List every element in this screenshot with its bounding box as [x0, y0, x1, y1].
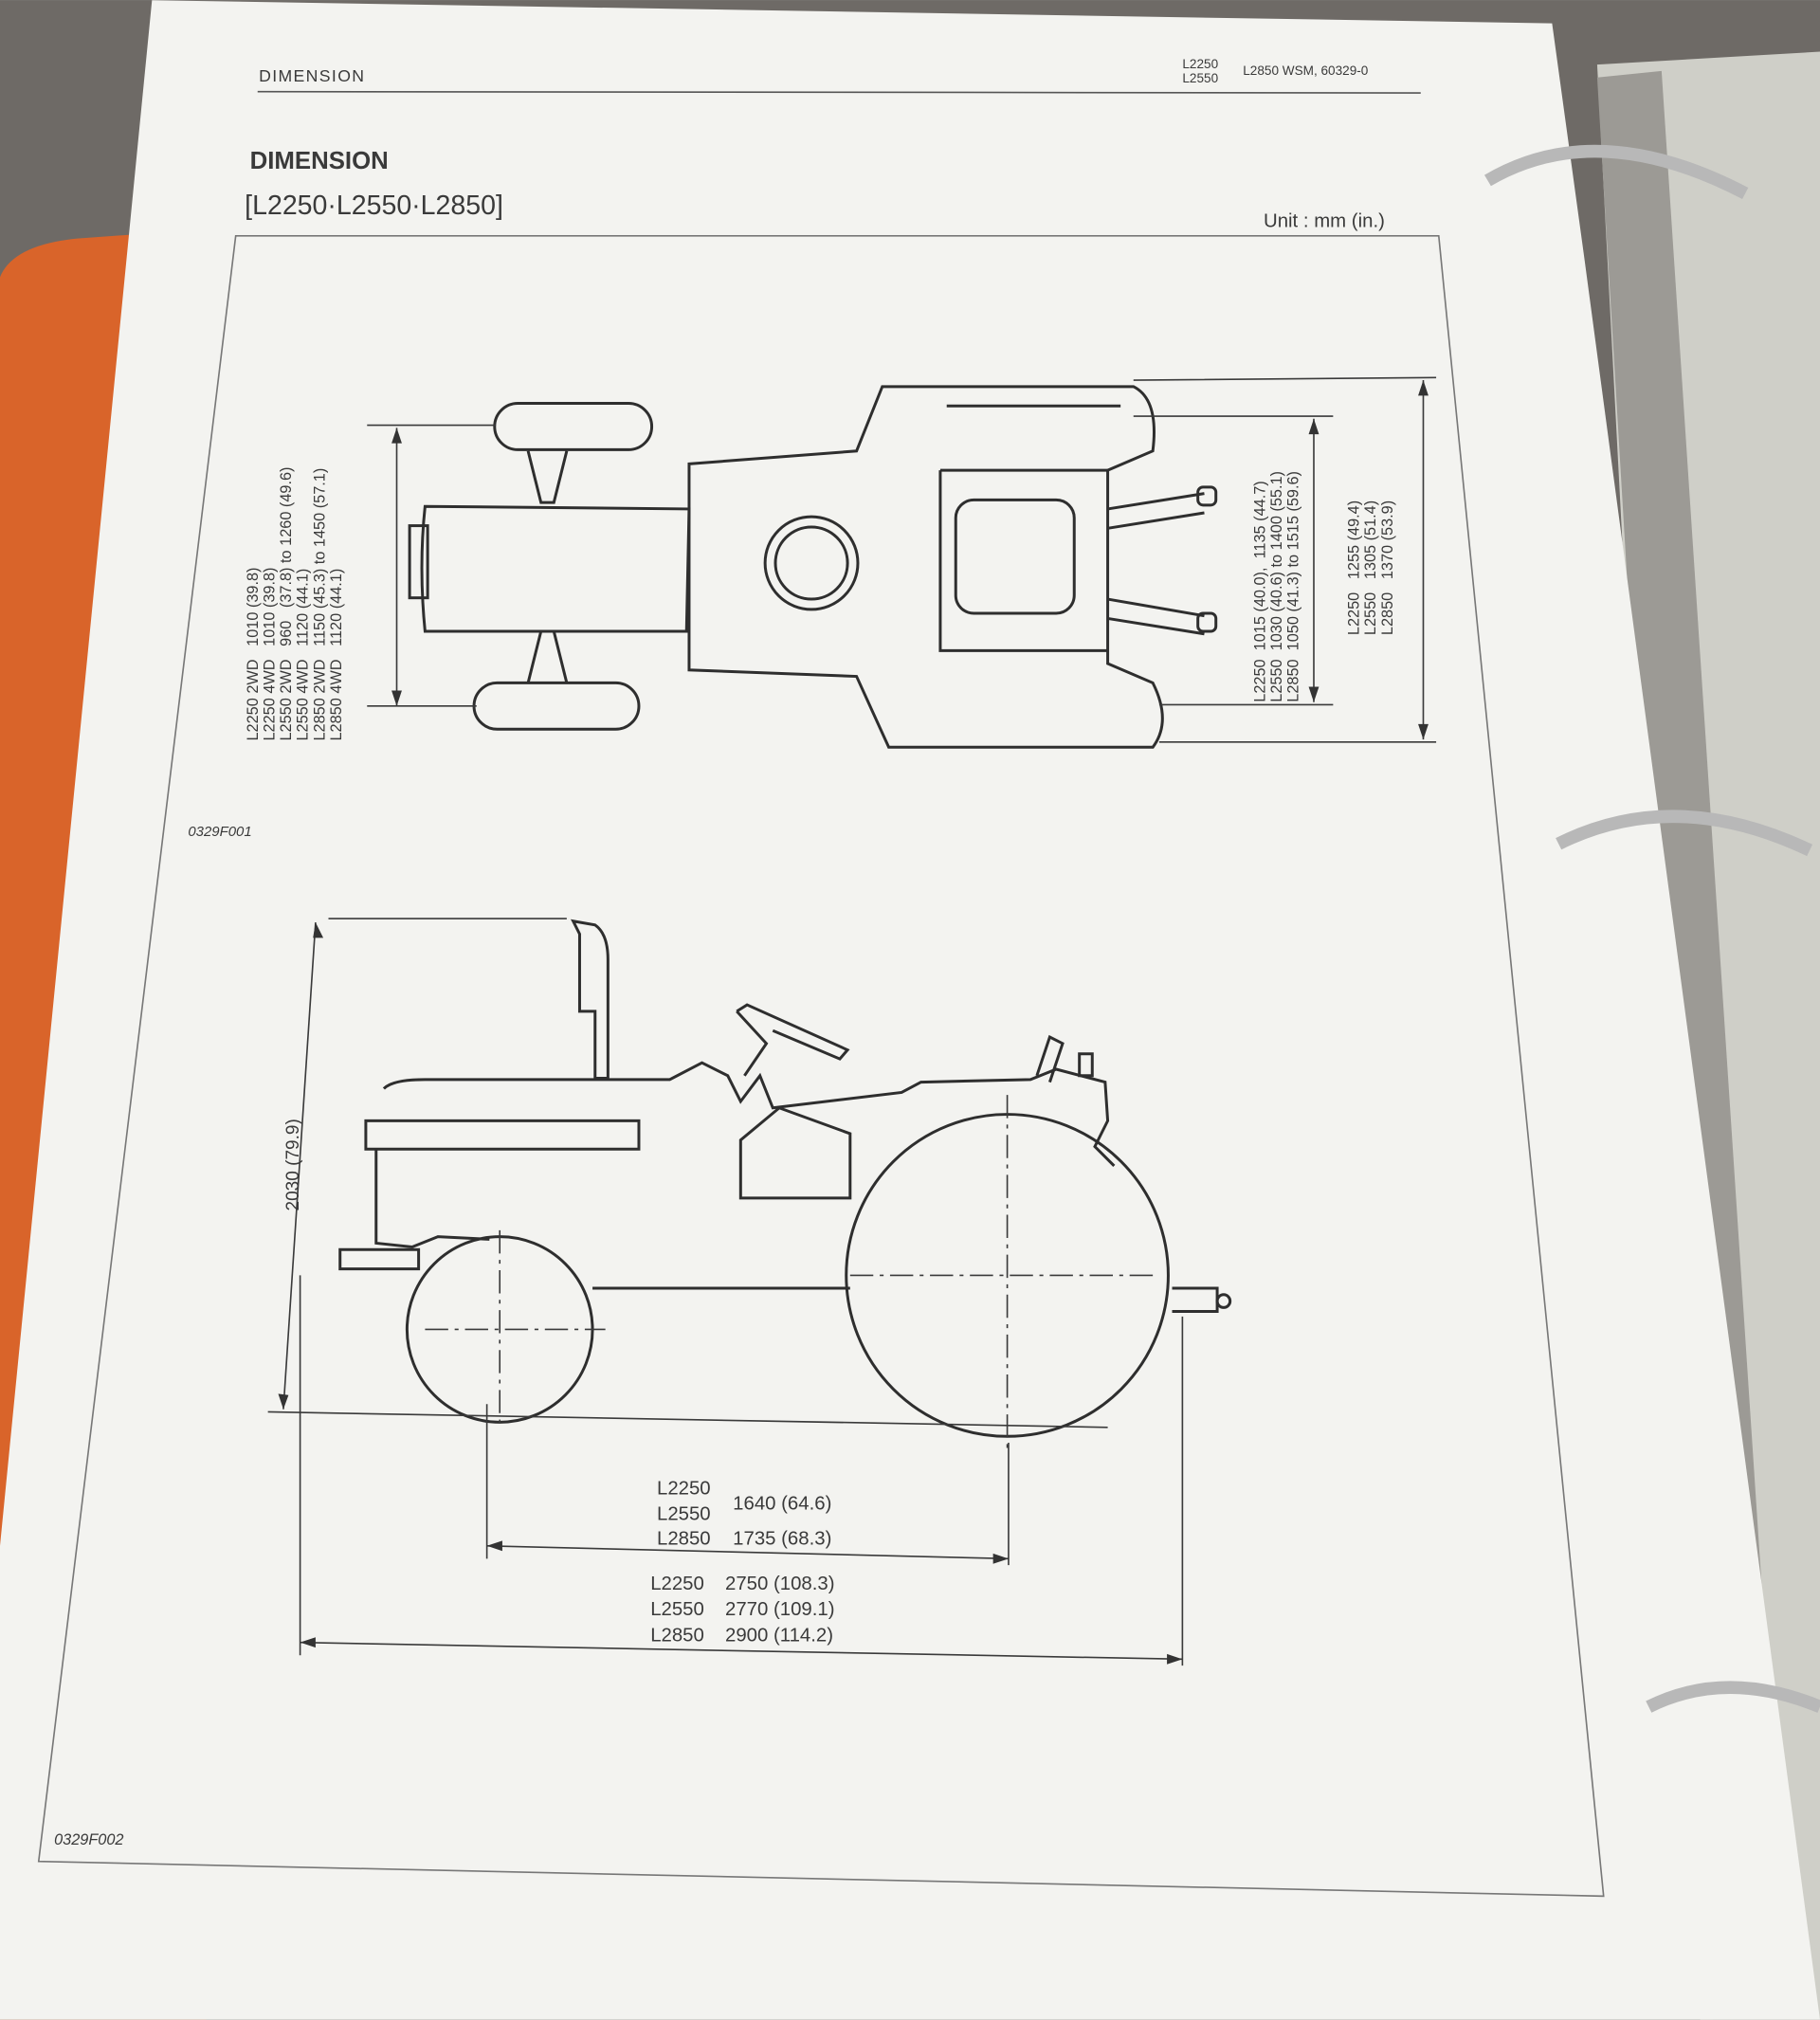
overall-width-0: L2250 1255 (49.4) [1346, 500, 1363, 635]
figure-id-side: 0329F002 [54, 1831, 123, 1848]
overall-width-labels: L2250 1255 (49.4) L2550 1305 (51.4) L285… [1346, 500, 1396, 635]
unit-label: Unit : mm (in.) [1264, 210, 1385, 231]
wheelbase-model-1: L2550 [657, 1504, 711, 1525]
rear-tread-2: L2850 1050 (41.3) to 1515 (59.6) [1285, 471, 1302, 702]
overall-width-2: L2850 1370 (53.9) [1379, 500, 1396, 635]
top-view-drawing [367, 376, 1437, 749]
wheelbase-value-1: 1735 (68.3) [733, 1528, 831, 1549]
front-tread-5: L2850 4WD 1120 (44.1) [328, 569, 345, 741]
binder-rings [1483, 144, 1820, 1713]
front-tread-2: L2550 2WD 960 (37.8) to 1260 (49.6) [278, 467, 295, 741]
wheelbase-value-0: 1640 (64.6) [733, 1494, 831, 1515]
rear-tread-0: L2250 1015 (40.0), 1135 (44.7) [1251, 481, 1268, 701]
binder-ring-bottom [1646, 1681, 1820, 1713]
page-title: DIMENSION [250, 148, 389, 174]
length-model-0: L2250 [650, 1574, 704, 1594]
wheelbase-model-0: L2250 [657, 1478, 711, 1499]
header-section: DIMENSION [259, 66, 365, 85]
front-tread-labels: L2250 2WD 1010 (39.8) L2250 4WD 1010 (39… [245, 467, 345, 741]
side-view-drawing [267, 918, 1232, 1666]
height-label: 2030 (79.9) [283, 1119, 303, 1210]
front-tread-0: L2250 2WD 1010 (39.8) [245, 568, 262, 741]
length-model-1: L2550 [650, 1599, 704, 1620]
front-tread-1: L2250 4WD 1010 (39.8) [261, 568, 278, 741]
wheelbase-model-2: L2850 [657, 1528, 711, 1549]
rear-tread-labels: L2250 1015 (40.0), 1135 (44.7) L2550 103… [1251, 471, 1301, 702]
length-model-2: L2850 [650, 1625, 704, 1646]
header-rule [257, 90, 1421, 94]
rear-tread-1: L2550 1030 (40.6) to 1400 (55.1) [1268, 471, 1285, 702]
header-model-1: L2250 [1182, 57, 1218, 71]
page-subtitle: [L2250·L2550·L2850] [245, 191, 503, 221]
figure-frame [37, 235, 1605, 1898]
header-doc-ref: L2850 WSM, 60329-0 [1243, 64, 1369, 78]
length-value-2: 2900 (114.2) [725, 1625, 833, 1646]
front-tread-3: L2550 4WD 1120 (44.1) [295, 569, 312, 741]
binder-ring-top [1483, 144, 1749, 200]
header-model-2: L2550 [1182, 71, 1218, 85]
length-value-1: 2770 (109.1) [725, 1599, 835, 1620]
binder-ring-middle [1556, 810, 1813, 857]
figure-id-top: 0329F001 [188, 824, 251, 840]
front-tread-4: L2850 2WD 1150 (45.3) to 1450 (57.1) [311, 468, 328, 741]
overall-width-1: L2550 1305 (51.4) [1362, 500, 1379, 635]
length-value-0: 2750 (108.3) [725, 1574, 835, 1594]
